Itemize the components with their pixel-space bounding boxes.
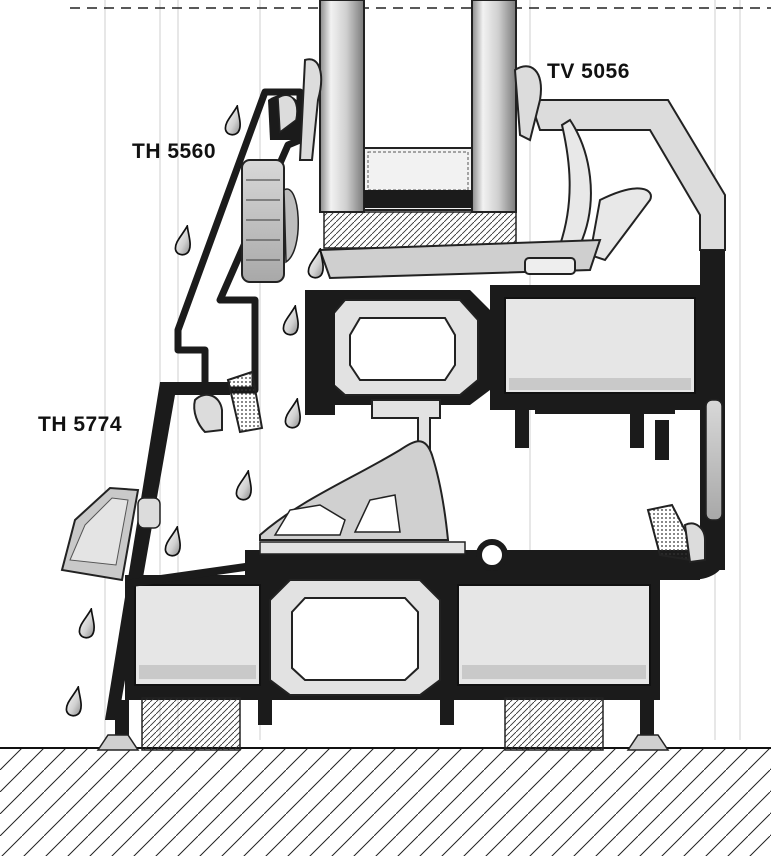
water-droplet-icon xyxy=(284,398,301,429)
tv-5056-sash-profile xyxy=(318,65,726,280)
setting-blocks xyxy=(96,697,670,751)
water-droplet-icon xyxy=(307,248,324,279)
window-frame-profile xyxy=(305,250,725,580)
glass-pane xyxy=(319,0,517,249)
gaskets xyxy=(193,94,706,564)
th-5560-frame-profile xyxy=(174,58,323,394)
label-tv-5056: TV 5056 xyxy=(547,60,630,83)
ground-hatch xyxy=(0,747,771,856)
water-droplet-icon xyxy=(78,608,95,639)
water-droplet-icon xyxy=(65,686,82,717)
water-droplet-icon xyxy=(282,305,299,336)
drainage-cap xyxy=(60,486,161,582)
water-droplet-icon xyxy=(224,105,241,136)
label-th-5560: TH 5560 xyxy=(132,140,217,163)
th-5774-frame-profile xyxy=(105,382,700,735)
sash-drainage-fin xyxy=(259,440,450,541)
label-th-5774: TH 5774 xyxy=(38,413,123,436)
water-droplet-icon xyxy=(235,470,252,501)
water-droplet-icon xyxy=(164,526,181,557)
sill-slope-strip xyxy=(125,563,245,588)
